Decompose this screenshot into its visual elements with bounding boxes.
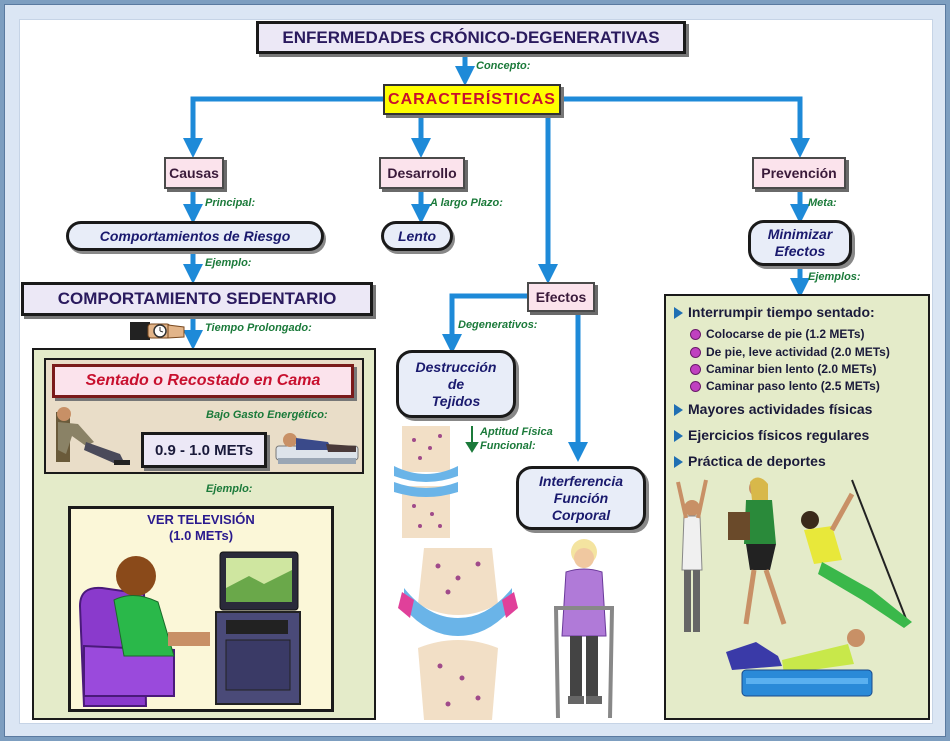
title-text: ENFERMEDADES CRÓNICO-DEGENERATIVAS	[282, 27, 660, 47]
prevention-item-interrumpir: Interrumpir tiempo sentado:	[674, 304, 875, 320]
node-interferencia-line2: Función	[553, 489, 609, 506]
caracteristicas-box: CARACTERÍSTICAS	[383, 84, 561, 115]
prevention-sub-3: Caminar paso lento (2.5 METs)	[690, 379, 880, 393]
node-comportamientos-riesgo: Comportamientos de Riesgo	[66, 221, 324, 251]
label-meta: Meta:	[808, 197, 837, 209]
node-lento: Lento	[381, 221, 453, 251]
node-interferencia: Interferencia Función Corporal	[516, 466, 646, 530]
tv-caption-line2: (1.0 METs)	[168, 528, 234, 543]
bullet-arrow-icon	[674, 307, 683, 320]
prevention-sub-3-label: Caminar paso lento (2.5 METs)	[706, 379, 880, 393]
node-interferencia-line3: Corporal	[551, 506, 611, 523]
node-efectos: Efectos	[527, 282, 595, 312]
wristwatch-icon	[130, 322, 185, 340]
label-tiempo-prolongado: Tiempo Prolongado:	[205, 322, 312, 334]
label-principal: Principal:	[205, 197, 256, 209]
node-mets: 0.9 - 1.0 METs	[141, 432, 267, 468]
node-destruccion-line1: Destrucción	[415, 358, 497, 375]
arrow-efectos-destruccion	[442, 293, 527, 354]
bullet-arrow-icon	[674, 456, 683, 469]
physical-activity-image	[676, 477, 912, 697]
node-sentado-label: Sentado o Recostado en Cama	[85, 372, 321, 389]
bullet-dot-icon	[690, 329, 701, 341]
node-desarrollo-label: Desarrollo	[387, 165, 457, 181]
elderly-walker-image	[554, 539, 614, 719]
prevention-sub-0-label: Colocarse de pie (1.2 METs)	[706, 327, 865, 341]
node-destruccion-line3: Tejidos	[431, 392, 481, 409]
arrow-to-prevencion	[560, 96, 810, 158]
label-ejemplos: Ejemplos:	[808, 271, 861, 283]
prevention-item-1: Ejercicios físicos regulares	[674, 427, 869, 443]
node-minimizar-line1: Minimizar	[767, 226, 833, 242]
reclining-man-image	[56, 407, 130, 465]
label-degenerativos: Degenerativos:	[458, 319, 538, 331]
label-bajo-gasto: Bajo Gasto Energético:	[206, 409, 328, 421]
bullet-arrow-icon	[674, 404, 683, 417]
healthy-joint-image	[394, 426, 458, 538]
prevention-panel	[664, 294, 930, 720]
node-desarrollo: Desarrollo	[379, 157, 465, 189]
node-comportamiento-sedentario-label: COMPORTAMIENTO SEDENTARIO	[57, 289, 337, 308]
label-concepto: Concepto:	[476, 60, 531, 72]
label-aptitud-1: Aptitud Física	[480, 426, 553, 438]
watching-tv-image	[78, 551, 301, 707]
prevention-item-2: Práctica de deportes	[674, 453, 826, 469]
node-comportamiento-sedentario: COMPORTAMIENTO SEDENTARIO	[21, 282, 373, 316]
node-sentado: Sentado o Recostado en Cama	[52, 364, 354, 398]
title-box: ENFERMEDADES CRÓNICO-DEGENERATIVAS	[256, 21, 686, 54]
prevention-sub-1-label: De pie, leve actividad (2.0 METs)	[706, 345, 890, 359]
caracteristicas-text: CARACTERÍSTICAS	[388, 90, 556, 108]
prevention-sub-1: De pie, leve actividad (2.0 METs)	[690, 345, 890, 359]
prevention-sub-2-label: Caminar bien lento (2.0 METs)	[706, 362, 877, 376]
node-minimizar-line2: Efectos	[774, 243, 826, 259]
bullet-dot-icon	[690, 364, 701, 376]
node-prevencion-label: Prevención	[761, 165, 837, 181]
arrow-to-causas	[183, 96, 384, 158]
node-efectos-label: Efectos	[535, 289, 587, 305]
node-interferencia-line1: Interferencia	[538, 472, 624, 489]
bullet-dot-icon	[690, 381, 701, 393]
label-ejemplo-1: Ejemplo:	[205, 257, 252, 269]
tv-caption: VER TELEVISIÓN (1.0 METs)	[68, 512, 334, 544]
node-lento-label: Lento	[397, 228, 437, 244]
node-prevencion: Prevención	[752, 157, 846, 189]
prevention-sub-2: Caminar bien lento (2.0 METs)	[690, 362, 876, 376]
prevention-interrumpir-label: Interrumpir tiempo sentado:	[688, 304, 875, 320]
prevention-item-1-label: Ejercicios físicos regulares	[688, 427, 870, 443]
node-minimizar: Minimizar Efectos	[748, 220, 852, 266]
person-in-bed-image	[275, 433, 359, 464]
bullet-dot-icon	[690, 347, 701, 359]
prevention-item-0-label: Mayores actividades físicas	[688, 401, 873, 417]
node-destruccion: Destrucción de Tejidos	[396, 350, 516, 418]
label-aptitud-2: Funcional:	[480, 440, 536, 452]
node-comportamientos-riesgo-label: Comportamientos de Riesgo	[99, 228, 291, 244]
node-mets-label: 0.9 - 1.0 METs	[154, 441, 254, 459]
damaged-joint-image	[398, 548, 518, 720]
label-a-largo-plazo: A largo Plazo:	[430, 197, 503, 209]
node-causas-label: Causas	[169, 165, 219, 181]
prevention-item-0: Mayores actividades físicas	[674, 401, 872, 417]
tv-caption-line1: VER TELEVISIÓN	[147, 512, 255, 527]
prevention-item-2-label: Práctica de deportes	[688, 453, 826, 469]
bullet-arrow-icon	[674, 430, 683, 443]
node-causas: Causas	[164, 157, 224, 189]
label-ejemplo-2: Ejemplo:	[206, 483, 253, 495]
prevention-sub-0: Colocarse de pie (1.2 METs)	[690, 327, 865, 341]
node-destruccion-line2: de	[447, 375, 465, 392]
